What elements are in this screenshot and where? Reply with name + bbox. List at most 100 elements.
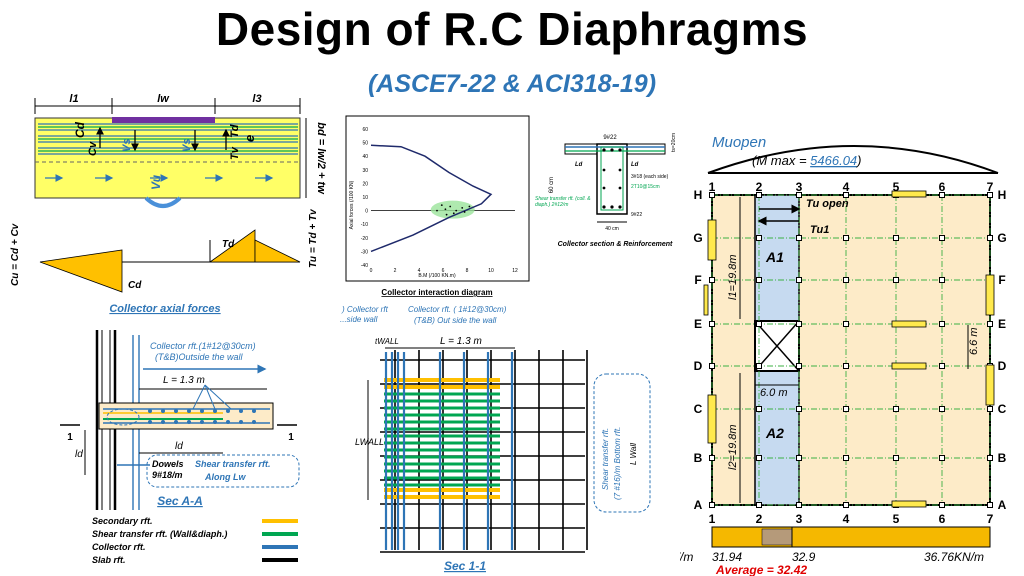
- diaphragm-plan: Muopen (M max = 5466.04) 11223344556677H…: [680, 134, 1007, 576]
- chart-y-tick: 40: [362, 154, 368, 160]
- plan-col-label: 7: [987, 512, 994, 526]
- label-tv: Tv: [229, 146, 241, 160]
- aa-note-1: Collector rft.(1#12@30cm): [150, 341, 256, 351]
- plan-l1: l1=19.8m: [727, 254, 739, 300]
- plan-row-label: D: [998, 359, 1007, 373]
- dim-l1: l1: [69, 93, 78, 105]
- chart-point: [445, 213, 448, 216]
- aa-ld-vertical: ld: [75, 449, 83, 460]
- plan-row-label: G: [693, 231, 702, 245]
- legend-item-collector: Collector rft.: [92, 540, 342, 553]
- plan-row-label: A: [998, 498, 1007, 512]
- axial-cu: Cu = Cd + Cv: [10, 222, 21, 286]
- chart-y-tick: 30: [362, 168, 368, 174]
- plan-col-label: 3: [796, 180, 803, 194]
- section-a-a-drawing: Collector rft.(1#12@30cm) (T&B)Outside t…: [60, 330, 300, 510]
- caption-sec-aa: Sec A-A: [157, 494, 203, 508]
- plan-col-label: 3: [796, 512, 803, 526]
- side-dimension: bd = lw/2 + tw: [315, 122, 327, 195]
- chart-point: [468, 205, 471, 208]
- plan-row-label: C: [998, 402, 1007, 416]
- collector-beam: [596, 143, 628, 215]
- legend-item-slab: Slab rft.: [92, 553, 342, 566]
- cs-shear-rft: Shear transfer rft. (coll. & diaph.) 2#1…: [535, 196, 591, 208]
- chart-y-tick: 10: [362, 195, 368, 201]
- legend-item-secondary: Secondary rft.: [92, 514, 342, 527]
- plan-col-label: 2: [756, 180, 763, 194]
- plan-row-label: B: [998, 451, 1007, 465]
- label-cv: Cv: [87, 141, 99, 156]
- aa-note-2: (T&B)Outside the wall: [155, 352, 244, 362]
- caption-interaction: Collector interaction diagram: [381, 288, 492, 297]
- legend-swatch: [262, 544, 298, 549]
- label-vs-1: Vs: [121, 139, 133, 152]
- plan-moment-label: Muopen: [712, 134, 766, 151]
- collector-section-drawing: 9#22 60 cm ts=20cm Ld Ld 3#18 (each side…: [535, 133, 677, 248]
- s11-box-2: (7 #16)/m Bottom rft.: [613, 427, 622, 500]
- aa-shear-2: Along Lw: [204, 472, 246, 482]
- plan-shear-v2: 32.9: [792, 550, 816, 564]
- s11-note-left-1: ) Collector rft: [341, 305, 389, 314]
- plan-tu-open: Tu open: [806, 198, 849, 210]
- floor-slab: [711, 194, 991, 506]
- chart-y-tick: -10: [361, 222, 368, 228]
- plan-row-label: B: [694, 451, 703, 465]
- s11-lwall: LWALL: [355, 437, 384, 447]
- cs-slab: ts=20cm: [671, 133, 677, 152]
- cs-depth: 60 cm: [549, 177, 555, 193]
- axial-tu: Tu = Td + Tv: [308, 208, 319, 268]
- chart-point: [449, 205, 452, 208]
- s11-note-right-1: Collector rft. ( 1#12@30cm): [408, 305, 507, 314]
- label-td: Td: [229, 124, 241, 138]
- plan-shear-left: V/m: [680, 550, 693, 564]
- cs-stirrups: 2T10@15cm: [631, 184, 660, 190]
- chart-x-tick: 0: [370, 268, 373, 274]
- legend-swatch: [262, 557, 298, 562]
- plan-col-label: 1: [709, 180, 716, 194]
- chart-y-tick: -30: [361, 249, 368, 255]
- page-title: Design of R.C Diaphragms: [215, 3, 809, 55]
- plan-col-label: 1: [709, 512, 716, 526]
- legend-swatch: [262, 518, 298, 523]
- plan-col-label: 4: [843, 180, 850, 194]
- shear-strip-right: [791, 526, 991, 548]
- s11-note-left-2: ...side wall: [340, 315, 378, 324]
- plan-row-label: E: [694, 317, 702, 331]
- legend-item-shear: Shear transfer rft. (Wall&diaph.): [92, 527, 342, 540]
- chart-x-tick: 6: [442, 268, 445, 274]
- plan-shear-v1: 31.94: [712, 550, 742, 564]
- aa-shear-1: Shear transfer rft.: [195, 459, 271, 469]
- plan-average: Average = 32.42: [715, 563, 807, 576]
- cs-width: 40 cm: [605, 226, 619, 232]
- chart-series-line: [370, 144, 493, 253]
- plan-col-label: 4: [843, 512, 850, 526]
- chart-point: [440, 204, 443, 207]
- plan-row-label: H: [694, 188, 703, 202]
- section-1-1-drawing: ) Collector rft ...side wall Collector r…: [340, 305, 651, 573]
- plan-row-label: F: [694, 273, 701, 287]
- plan-a1: A1: [765, 249, 784, 265]
- chart-point: [444, 208, 447, 211]
- chart-y-tick: -40: [361, 263, 368, 269]
- chart-y-tick: 50: [362, 141, 368, 147]
- chart-y-tick: 0: [365, 209, 368, 215]
- axial-compression-area: [39, 249, 123, 293]
- page-subtitle: (ASCE7-22 & ACI318-19): [367, 70, 657, 98]
- cs-ld-left: Ld: [575, 162, 583, 168]
- aa-dowels-1: Dowels: [152, 459, 184, 469]
- s11-note-right-2: (T&B) Out side the wall: [414, 316, 496, 325]
- chart-point: [463, 211, 466, 213]
- s11-box-3: L Wall: [629, 443, 638, 465]
- plan-col-label: 6: [939, 512, 946, 526]
- aa-cut-right: 1: [288, 432, 294, 443]
- cs-top-bar: 9#22: [603, 135, 617, 141]
- plan-row-label: D: [694, 359, 703, 373]
- slab-strip: [34, 117, 301, 199]
- label-vs-2: Vs: [181, 139, 193, 152]
- plan-col-label: 5: [893, 180, 900, 194]
- chart-ylabel: Axial forces (/100 KN): [349, 180, 355, 229]
- label-vu: Vu: [149, 174, 163, 190]
- chart-x-tick: 4: [418, 268, 421, 274]
- plan-row-label: F: [998, 273, 1005, 287]
- label-cd: Cd: [73, 121, 87, 138]
